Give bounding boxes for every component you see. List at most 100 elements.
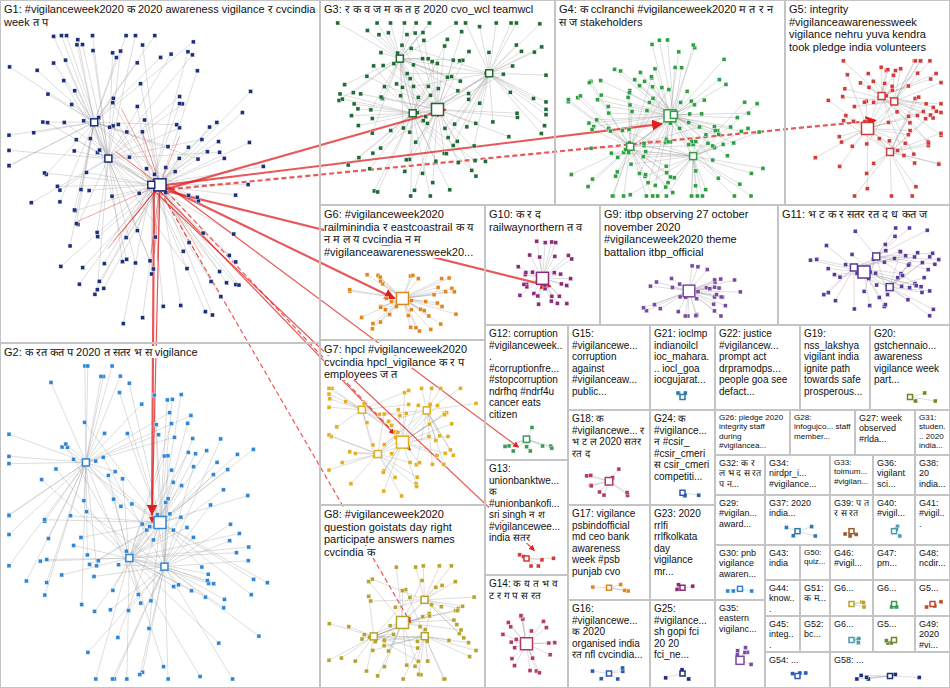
vertex [85, 553, 89, 557]
vertex-edge [425, 566, 452, 600]
vertex-edge [94, 122, 129, 157]
vertex [153, 34, 157, 38]
vertex-edge [113, 126, 151, 185]
vertex [653, 183, 657, 187]
vertex [108, 125, 112, 129]
vertex [896, 148, 900, 152]
vertex [411, 273, 415, 277]
vertex-edge [86, 462, 115, 471]
vertex [150, 272, 154, 276]
vertex [689, 99, 693, 103]
vertex [826, 98, 830, 102]
vertex [735, 116, 739, 120]
vertex [713, 278, 717, 282]
vertex-edge [9, 462, 86, 463]
vertex [235, 452, 239, 456]
vertex-edge [589, 83, 630, 147]
vertex [205, 150, 209, 154]
vertex [866, 72, 870, 76]
vertex-edge [129, 558, 140, 603]
vertex [121, 322, 125, 326]
vertex [590, 177, 594, 181]
vertex [732, 194, 736, 198]
vertex [71, 457, 75, 461]
vertex [853, 229, 857, 233]
vertex-edge [160, 496, 248, 523]
vertex [509, 21, 513, 25]
vertex [928, 59, 932, 63]
vertex [706, 141, 710, 145]
hub-vertex [161, 563, 168, 570]
vertex [445, 75, 449, 79]
vertex [346, 163, 350, 167]
vertex [178, 95, 182, 99]
vertex [408, 77, 412, 81]
vertex-edge [353, 59, 400, 93]
vertex-edge [329, 636, 374, 660]
vertex [627, 91, 631, 95]
vertex-edge [601, 80, 674, 114]
vertex [688, 112, 692, 116]
vertex [473, 159, 477, 163]
vertex-edge [489, 73, 546, 75]
vertex-edge [438, 110, 459, 163]
vertex [35, 68, 39, 72]
vertex [177, 156, 181, 160]
vertex [937, 162, 941, 166]
vertex-edge [489, 73, 546, 102]
vertex [628, 103, 632, 107]
vertex-edge [129, 553, 236, 558]
vertex [421, 119, 425, 123]
vertex-edge [412, 65, 414, 113]
vertex-edge [26, 462, 86, 581]
vertex [901, 274, 905, 278]
vertex [379, 146, 383, 150]
vertex [644, 173, 648, 177]
vertex [913, 255, 917, 259]
vertex [401, 126, 405, 130]
vertex [46, 92, 50, 96]
vertex [43, 593, 47, 597]
vertex-edge [362, 410, 392, 426]
vertex [702, 98, 706, 102]
vertex [86, 364, 90, 368]
vertex [808, 258, 812, 262]
vertex-edge [374, 636, 418, 661]
vertex [890, 84, 894, 88]
vertex [434, 438, 438, 442]
vertex [853, 194, 857, 198]
vertex [919, 59, 923, 63]
vertex [179, 393, 183, 397]
vertex [543, 241, 547, 245]
vertex [52, 61, 56, 65]
vertex [116, 122, 120, 126]
vertex [565, 302, 569, 306]
hub-vertex [126, 555, 133, 562]
vertex-edge [413, 113, 447, 153]
vertex [400, 43, 404, 47]
vertex [215, 460, 219, 464]
vertex [117, 391, 121, 395]
vertex [867, 85, 871, 89]
vertex [336, 21, 340, 25]
vertex [111, 588, 115, 592]
vertex [7, 163, 11, 167]
vertex [670, 285, 674, 289]
vertex [538, 22, 542, 26]
vertex [194, 452, 198, 456]
vertex [157, 433, 161, 437]
vertex-edge [329, 624, 374, 637]
vertex [257, 634, 261, 638]
vertex-edge [47, 462, 86, 582]
vertex [386, 31, 390, 35]
vertex-edge [113, 567, 165, 679]
vertex [77, 282, 81, 286]
vertex-edge [403, 393, 405, 442]
vertex [924, 102, 928, 106]
vertex [891, 73, 895, 77]
vertex [379, 51, 383, 55]
vertex [151, 267, 155, 271]
vertex [467, 50, 471, 54]
vertex [137, 191, 141, 195]
vertex [627, 151, 631, 155]
